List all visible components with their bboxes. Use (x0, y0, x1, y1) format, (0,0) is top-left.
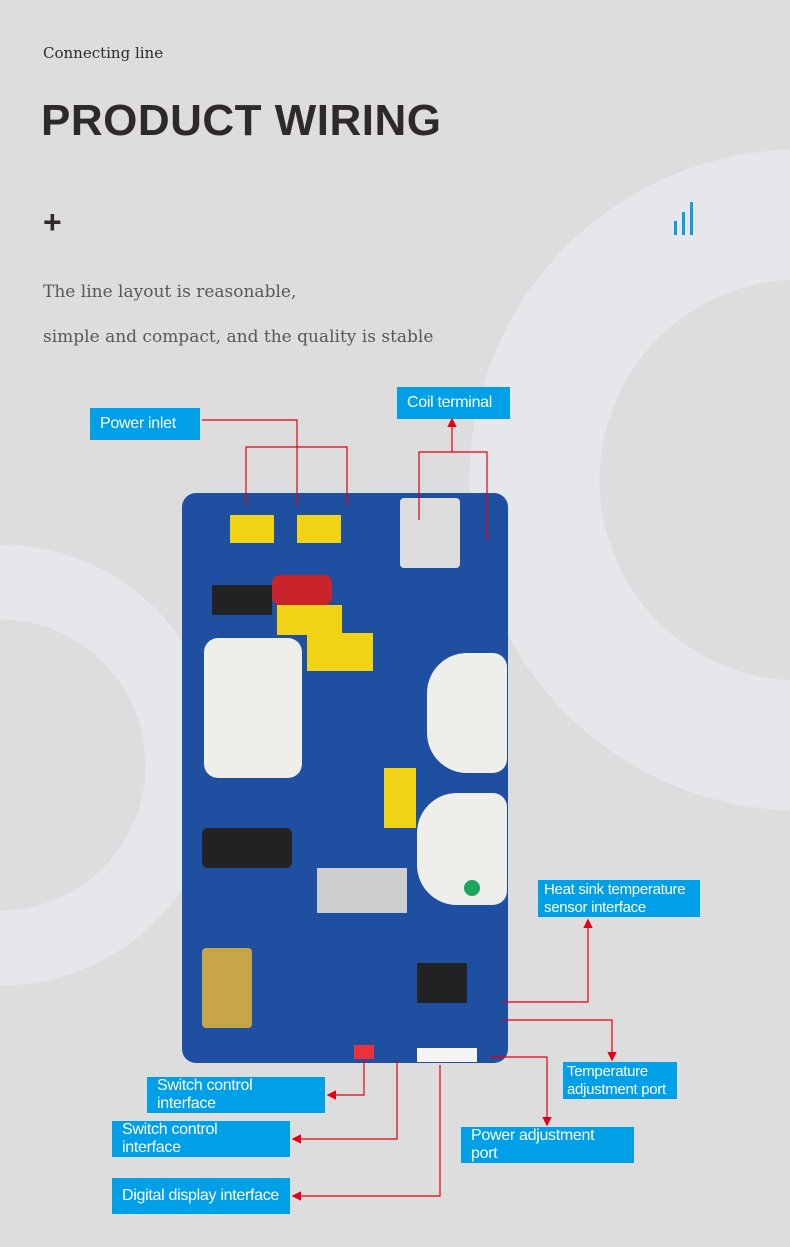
page-title: PRODUCT WIRING (41, 96, 442, 145)
pcb-board-image (182, 493, 508, 1063)
callout-switch-control-1: Switch control interface (147, 1077, 325, 1113)
callout-power-inlet: Power inlet (90, 408, 200, 440)
description-line-1: The line layout is reasonable, (43, 282, 297, 302)
signal-bars-icon (674, 201, 694, 235)
description-line-2: simple and compact, and the quality is s… (43, 327, 434, 347)
callout-heat-sink-sensor: Heat sink temperature sensor interface (538, 880, 700, 917)
callout-temperature-port: Temperature adjustment port (563, 1062, 677, 1099)
eyebrow-text: Connecting line (43, 44, 164, 62)
callout-digital-display: Digital display interface (112, 1178, 290, 1214)
callout-switch-control-2: Switch control interface (112, 1121, 290, 1157)
callout-power-adjustment-port: Power adjustment port (461, 1127, 634, 1163)
plus-icon: + (43, 204, 62, 240)
callout-coil-terminal: Coil terminal (397, 387, 510, 419)
